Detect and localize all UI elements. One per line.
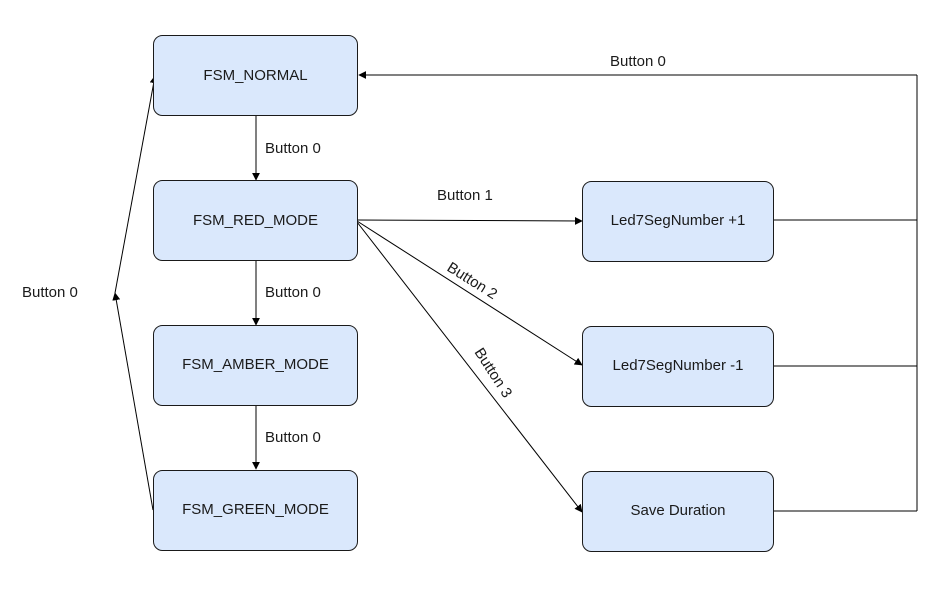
action-led7seg-increment-label: Led7SegNumber +1 [611,212,746,229]
action-led7seg-decrement: Led7SegNumber -1 [582,326,774,407]
edge-red-to-inc [356,216,583,225]
edges [112,71,918,513]
label-red-to-save: Button 3 [471,345,516,401]
label-red-to-amber: Button 0 [265,284,321,301]
action-led7seg-increment: Led7SegNumber +1 [582,181,774,262]
edge-red-to-save [356,221,583,513]
edge-red-to-dec [356,220,583,366]
state-fsm-amber-mode: FSM_AMBER_MODE [153,325,358,406]
label-normal-to-red: Button 0 [265,140,321,157]
label-return-to-normal: Button 0 [610,53,666,70]
label-red-to-inc: Button 1 [437,187,493,204]
edge-left-to-normal [114,75,158,294]
state-fsm-red-mode: FSM_RED_MODE [153,180,358,261]
action-save-duration: Save Duration [582,471,774,552]
state-fsm-normal: FSM_NORMAL [153,35,358,116]
state-fsm-green-mode: FSM_GREEN_MODE [153,470,358,551]
state-fsm-red-mode-label: FSM_RED_MODE [193,212,318,229]
action-save-duration-label: Save Duration [630,502,725,519]
label-green-to-normal: Button 0 [22,284,78,301]
state-fsm-normal-label: FSM_NORMAL [203,67,307,84]
state-fsm-amber-mode-label: FSM_AMBER_MODE [182,356,329,373]
state-fsm-green-mode-label: FSM_GREEN_MODE [182,501,329,518]
edge-green-to-left-upper [112,292,154,511]
action-led7seg-decrement-label: Led7SegNumber -1 [613,357,744,374]
label-amber-to-green: Button 0 [265,429,321,446]
label-red-to-dec: Button 2 [444,259,500,303]
